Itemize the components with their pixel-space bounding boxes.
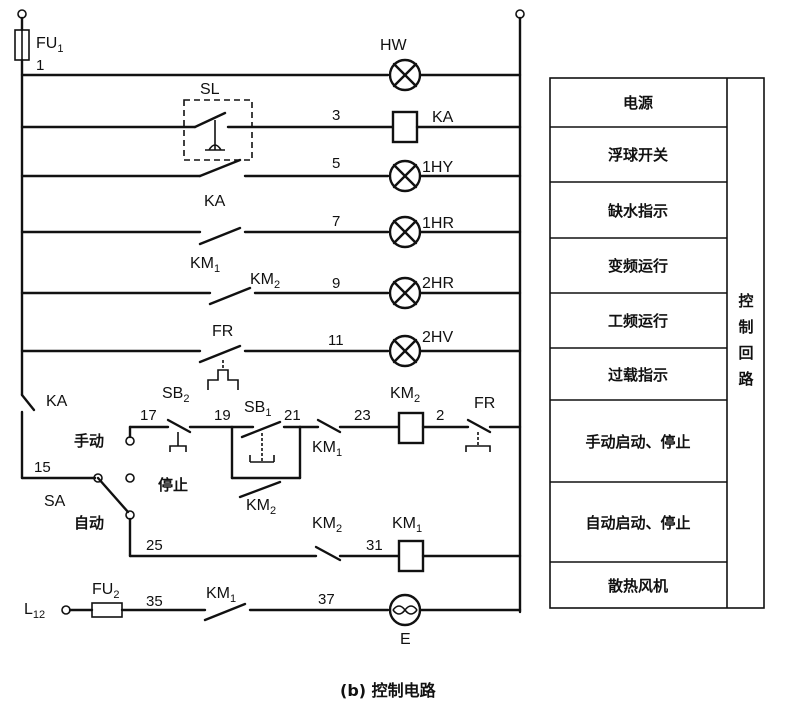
label-node-21: 21: [284, 407, 301, 424]
label-l12: L12: [24, 601, 45, 621]
row-line-run: [20, 276, 522, 310]
label-stop: 停止: [158, 476, 188, 494]
label-node-7: 7: [332, 213, 340, 230]
panel-side-char-1: 控: [738, 292, 753, 310]
panel-row-water-shortage: 缺水指示: [607, 202, 668, 220]
label-e: E: [400, 631, 411, 648]
left-rail: [14, 9, 30, 397]
label-node-15: 15: [34, 459, 51, 476]
ka-left-contact: [20, 393, 97, 480]
label-2hv: 2HV: [422, 329, 453, 346]
label-node-5: 5: [332, 155, 340, 172]
panel-row-manual: 手动启动、停止: [585, 433, 690, 451]
panel-row-power: 电源: [623, 94, 653, 112]
label-km1-b: KM1: [312, 439, 342, 459]
label-km2-coil: KM2: [390, 385, 420, 405]
label-1hr: 1HR: [422, 215, 454, 232]
panel-row-float-switch: 浮球开关: [608, 146, 668, 164]
label-1hy: 1HY: [422, 159, 453, 176]
panel-row-auto: 自动启动、停止: [585, 514, 690, 532]
label-fr-b: FR: [474, 395, 495, 412]
panel-row-vfd-run: 变频运行: [608, 257, 668, 275]
figure-caption: (b) 控制电路: [340, 681, 437, 700]
sa-selector: [93, 425, 135, 558]
row-manual-start-stop: [128, 411, 522, 499]
label-node-2: 2: [436, 407, 444, 424]
label-node-23: 23: [354, 407, 371, 424]
label-node-9: 9: [332, 275, 340, 292]
label-ka-coil: KA: [432, 109, 454, 126]
label-node-1: 1: [36, 57, 44, 74]
label-km2-d: KM2: [312, 515, 342, 535]
row-water-shortage: [20, 158, 522, 193]
label-fu1: FU1: [36, 35, 63, 55]
panel-side-char-4: 路: [738, 370, 754, 388]
right-rail: [515, 9, 525, 614]
function-panel: 电源 浮球开关 缺水指示 变频运行 工频运行 过载指示 手动启动、停止 自动启动…: [549, 77, 765, 609]
circuit-labels: FU1 1 HW SL 3 KA 5 1HY KA 7 1HR KM1 KM2 …: [24, 35, 495, 700]
label-ka-left: KA: [46, 393, 68, 410]
label-node-19: 19: [214, 407, 231, 424]
row-float-switch: [20, 99, 522, 161]
label-km1-coil: KM1: [392, 515, 422, 535]
label-km2-c: KM2: [246, 497, 276, 517]
row-vfd-run: [20, 215, 522, 249]
panel-row-fan: 散热风机: [608, 577, 668, 595]
label-km2-a: KM2: [250, 271, 280, 291]
label-node-25: 25: [146, 537, 163, 554]
label-km1-e: KM1: [206, 585, 236, 605]
panel-row-overload: 过载指示: [608, 366, 668, 384]
row-power-indicator: [20, 58, 522, 92]
label-sl: SL: [200, 81, 220, 98]
row-overload: [20, 334, 522, 390]
label-km1-a: KM1: [190, 255, 220, 275]
label-sb2: SB2: [162, 385, 189, 405]
label-ka-contact: KA: [204, 193, 226, 210]
panel-side-char-2: 制: [738, 318, 753, 336]
label-node-11: 11: [328, 332, 344, 349]
label-node-35: 35: [146, 593, 163, 610]
label-manual: 手动: [74, 432, 104, 450]
label-sa: SA: [44, 493, 66, 510]
label-node-37: 37: [318, 591, 335, 608]
row-auto-start-stop: [128, 539, 522, 573]
label-2hr: 2HR: [422, 275, 454, 292]
row-cooling-fan: [61, 593, 522, 627]
label-sb1: SB1: [244, 399, 271, 419]
label-auto: 自动: [74, 514, 104, 532]
label-node-3: 3: [332, 107, 340, 124]
label-fr-a: FR: [212, 323, 233, 340]
panel-side-char-3: 回: [738, 344, 753, 362]
label-node-17: 17: [140, 407, 157, 424]
panel-row-line-run: 工频运行: [608, 312, 668, 330]
label-fu2: FU2: [92, 581, 119, 601]
label-hw: HW: [380, 37, 408, 54]
label-node-31: 31: [366, 537, 383, 554]
